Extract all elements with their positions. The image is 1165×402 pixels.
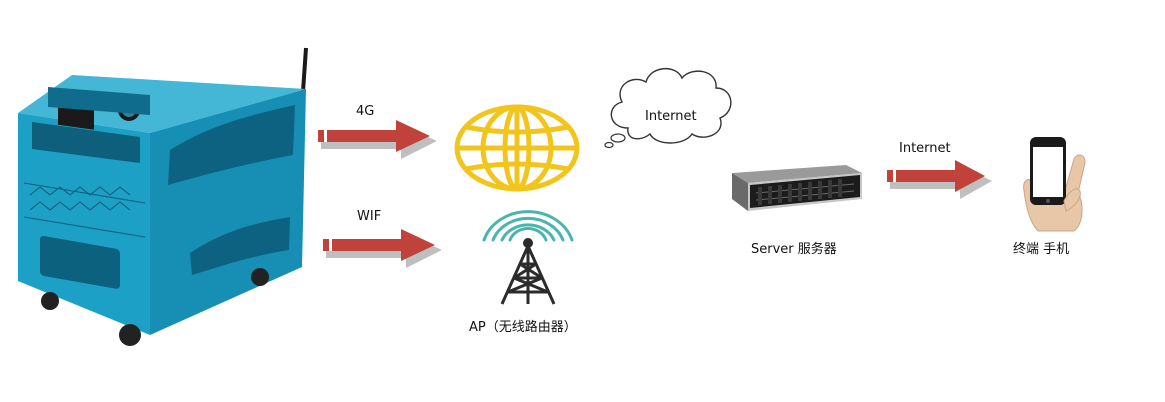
link-internet-label: Internet — [899, 141, 951, 156]
cloud-label: Internet — [645, 109, 697, 124]
wifi-tower-icon — [480, 200, 576, 306]
link-wifi-label: WIF — [357, 209, 382, 224]
phone-icon — [1018, 133, 1094, 233]
globe-icon — [452, 103, 582, 193]
cloud-icon — [600, 58, 738, 150]
link-4g-label: 4G — [356, 104, 375, 119]
inverter-cabinet — [10, 45, 310, 355]
terminal-label: 终端 手机 — [1013, 242, 1070, 257]
server-label: Server 服务器 — [751, 242, 837, 257]
arrow-4g — [316, 118, 436, 160]
server-icon — [726, 163, 866, 217]
arrow-internet — [885, 158, 993, 200]
ap-label: AP（无线路由器） — [469, 320, 577, 335]
arrow-wifi — [321, 227, 441, 269]
